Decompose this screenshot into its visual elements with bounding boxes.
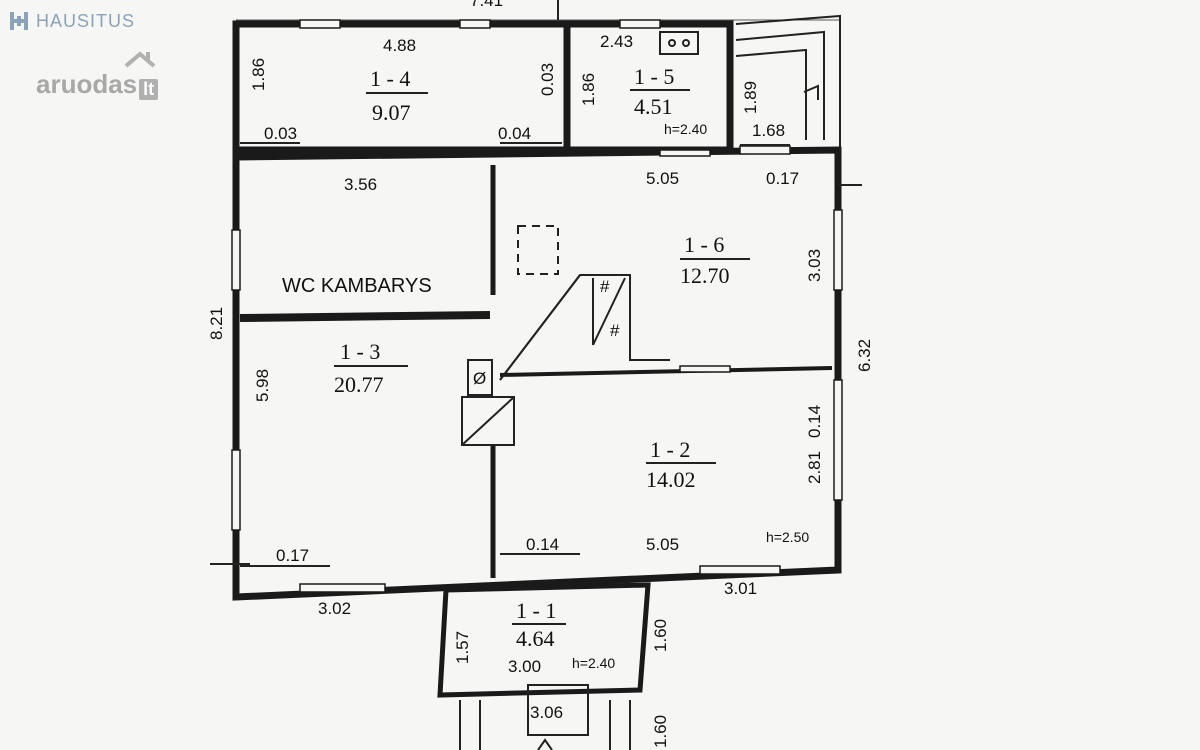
dim-302: 3.02	[318, 599, 351, 618]
dim-821: 8.21	[207, 307, 226, 340]
hatch-opening	[517, 225, 559, 275]
stove	[461, 396, 515, 446]
side-step-inner2	[735, 48, 807, 140]
room-1-6-area: 12.70	[680, 263, 730, 288]
door-1-6	[679, 365, 731, 373]
porch-step	[527, 684, 589, 736]
dim-186b: 1.86	[579, 73, 598, 106]
dim-488: 4.88	[383, 36, 416, 55]
boiler-dot-2	[682, 39, 690, 47]
aruodas-logo: aruodas lt	[36, 48, 159, 100]
dim-303: 3.03	[805, 249, 824, 282]
window-right-bottom	[833, 379, 843, 501]
aruodas-logo-text: aruodas	[36, 69, 138, 99]
dim-505a: 5.05	[646, 169, 679, 188]
dim-356: 3.56	[344, 175, 377, 194]
room-1-1-code: 1 - 1	[516, 598, 556, 623]
dim-h240b: h=2.40	[572, 655, 615, 671]
dim-014b: 0.14	[526, 535, 559, 554]
room-1-2: 1 - 2 14.02	[646, 437, 716, 492]
chimney	[467, 359, 493, 396]
window-1-5	[619, 19, 661, 29]
window-left-top	[231, 229, 241, 291]
dim-505b: 5.05	[646, 535, 679, 554]
dim-003b: 0.03	[264, 124, 297, 143]
room-1-6: 1 - 6 12.70	[680, 232, 750, 288]
aruodas-logo-suffix: lt	[139, 79, 159, 100]
room-1-1: 1 - 1 4.64	[512, 598, 566, 651]
room-1-4-area: 9.07	[372, 100, 411, 125]
stair-inner	[592, 277, 626, 346]
room-1-4: 1 - 4 9.07	[366, 66, 428, 125]
room-1-6-code: 1 - 6	[684, 232, 724, 257]
room-1-1-area: 4.64	[516, 626, 555, 651]
dim-306: 3.06	[530, 703, 563, 722]
boiler-icon	[659, 31, 699, 55]
dim-160a: 1.60	[651, 619, 670, 652]
dim-017a: 0.17	[766, 169, 799, 188]
room-1-5-area: 4.51	[634, 94, 673, 119]
dim-186a: 1.86	[249, 58, 268, 91]
arrow-icon	[803, 84, 819, 100]
room-1-3: 1 - 3 20.77	[334, 339, 408, 397]
dim-281: 2.81	[805, 451, 824, 484]
room-1-2-code: 1 - 2	[650, 437, 690, 462]
dim-top: 7.41	[470, 0, 503, 10]
stair-hash-1: #	[600, 277, 610, 296]
room-1-3-code: 1 - 3	[340, 339, 380, 364]
window-top-mid	[659, 149, 711, 157]
dim-243: 2.43	[600, 32, 633, 51]
window-left-bottom	[231, 449, 241, 531]
stair-diag	[499, 274, 581, 381]
entry-arrow-icon	[537, 738, 553, 750]
window-1-4b	[459, 19, 491, 29]
dim-160b: 1.60	[651, 715, 670, 748]
room-1-5-code: 1 - 5	[634, 64, 674, 89]
dim-598: 5.98	[253, 369, 272, 402]
side-step-outer	[735, 14, 841, 148]
dim-003a: 0.03	[538, 63, 557, 96]
stove-diag	[461, 396, 515, 446]
room-1-4-code: 1 - 4	[370, 66, 410, 91]
dim-301: 3.01	[724, 579, 757, 598]
room-1-3-area: 20.77	[334, 372, 384, 397]
dim-017b: 0.17	[276, 546, 309, 565]
hausitus-logo-icon	[10, 12, 28, 30]
wall-1-6-1-2	[499, 366, 833, 377]
room-1-2-area: 14.02	[646, 467, 696, 492]
hausitus-logo: HAUSITUS	[8, 10, 135, 32]
dim-004: 0.04	[498, 124, 531, 143]
dim-157: 1.57	[453, 631, 472, 664]
wall-porch	[437, 582, 651, 698]
stair-outline	[499, 274, 670, 381]
hausitus-logo-text: HAUSITUS	[36, 10, 136, 31]
dim-189: 1.89	[741, 81, 760, 114]
wall-wc	[239, 311, 491, 322]
wc-label: WC KAMBARYS	[282, 275, 432, 297]
stair-hash-2: #	[610, 321, 620, 340]
boiler-dot-1	[668, 39, 676, 47]
dim-h240a: h=2.40	[664, 121, 707, 137]
side-step-inner	[735, 30, 825, 140]
dim-168: 1.68	[752, 121, 785, 140]
window-bottom-left	[299, 583, 386, 593]
dim-632: 6.32	[855, 339, 874, 372]
window-right-top	[833, 209, 843, 291]
room-1-5: 1 - 5 4.51	[630, 64, 690, 119]
window-bottom-right	[699, 565, 781, 575]
chimney-vent: Ø	[473, 369, 486, 388]
house-icon	[124, 51, 156, 68]
dim-h250: h=2.50	[766, 529, 809, 545]
dim-300: 3.00	[508, 657, 541, 676]
window-1-4a	[299, 19, 341, 29]
dim-014a: 0.14	[805, 405, 824, 438]
window-top-right	[739, 145, 791, 155]
